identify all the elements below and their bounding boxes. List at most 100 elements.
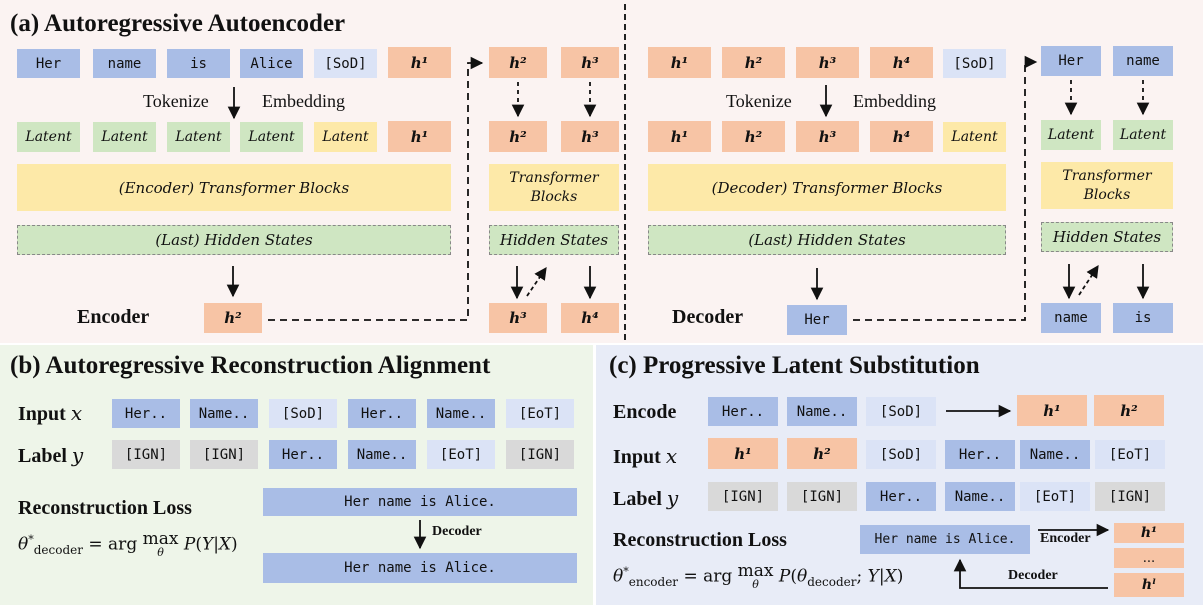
- dec-emb-h4: h⁴: [870, 121, 933, 152]
- token-alice: Alice: [240, 49, 303, 78]
- mid-hidden-states: Hidden States: [489, 225, 619, 255]
- embedding-label: Embedding: [262, 91, 345, 111]
- token-sod: [SoD]: [314, 49, 377, 78]
- right-out-is: is: [1113, 303, 1173, 333]
- b-label-4: Name..: [348, 440, 416, 469]
- right-blocks-line2: Blocks: [1083, 186, 1131, 203]
- c-label-6: [IGN]: [1095, 482, 1165, 511]
- c-encode-3: [SoD]: [866, 397, 936, 426]
- latent-1: Latent: [17, 122, 80, 152]
- mid-transformer-blocks: Transformer Blocks: [489, 164, 619, 211]
- b-sentence-top: Her name is Alice.: [263, 488, 577, 516]
- latent-2: Latent: [93, 122, 156, 152]
- c-input-2: h²: [787, 438, 857, 469]
- dec-emb-h1: h¹: [648, 121, 711, 152]
- mid-h3-embedded: h³: [561, 121, 619, 152]
- c-stack-ellipsis: ...: [1114, 548, 1184, 568]
- panel-c-title: (c) Progressive Latent Substitution: [609, 352, 980, 379]
- token-name: name: [93, 49, 156, 78]
- divider-dashed: [624, 4, 626, 340]
- right-latent-2: Latent: [1113, 120, 1173, 150]
- b-input-5: Name..: [427, 399, 495, 428]
- b-input-4: Her..: [348, 399, 416, 428]
- dec-emb-h2: h²: [722, 121, 785, 152]
- decoder-label: Decoder: [672, 306, 744, 328]
- b-sentence-bottom: Her name is Alice.: [263, 553, 577, 583]
- c-sentence: Her name is Alice.: [860, 525, 1030, 554]
- b-input-label: Input x: [18, 401, 83, 425]
- right-hidden-states: Hidden States: [1041, 222, 1173, 252]
- b-label-2: [IGN]: [190, 440, 258, 469]
- h1-embedded: h¹: [388, 121, 451, 152]
- c-label-4: Name..: [945, 482, 1015, 511]
- b-label-1: [IGN]: [112, 440, 180, 469]
- dec-sod: [SoD]: [943, 49, 1006, 78]
- c-encode-2: Name..: [787, 397, 857, 426]
- dec-h3: h³: [796, 47, 859, 78]
- c-label-label: Label y: [613, 486, 679, 510]
- encoder-transformer-blocks: (Encoder) Transformer Blocks: [17, 164, 451, 211]
- c-encode-1: Her..: [708, 397, 778, 426]
- b-input-3: [SoD]: [269, 399, 337, 428]
- token-her: Her: [17, 49, 80, 78]
- c-encoder-label: Encoder: [1040, 531, 1091, 546]
- right-transformer-blocks: Transformer Blocks: [1041, 162, 1173, 209]
- h2-encoder-output: h²: [204, 303, 262, 333]
- mid-h3-top: h³: [561, 47, 619, 78]
- b-label-5: [EoT]: [427, 440, 495, 469]
- dec-emb-h3: h³: [796, 121, 859, 152]
- b-input-2: Name..: [190, 399, 258, 428]
- c-input-1: h¹: [708, 438, 778, 469]
- right-her: Her: [1041, 46, 1101, 76]
- panel-a-title: (a) Autoregressive Autoencoder: [10, 10, 346, 37]
- dec-h1: h¹: [648, 47, 711, 78]
- c-input-3: [SoD]: [866, 440, 936, 469]
- right-out-name: name: [1041, 303, 1101, 333]
- b-label-3: Her..: [269, 440, 337, 469]
- mid-h2-top: h²: [489, 47, 547, 78]
- decoder-transformer-blocks: (Decoder) Transformer Blocks: [648, 164, 1006, 211]
- dec-h4: h⁴: [870, 47, 933, 78]
- dec-embedding-label: Embedding: [853, 91, 936, 111]
- b-label-label: Label y: [18, 443, 84, 467]
- b-label-6: [IGN]: [506, 440, 574, 469]
- encoder-last-hidden-states: (Last) Hidden States: [17, 225, 451, 255]
- c-label-2: [IGN]: [787, 482, 857, 511]
- dec-emb-latent: Latent: [943, 122, 1006, 152]
- dec-out-her: Her: [787, 305, 847, 335]
- c-encode-label: Encode: [613, 401, 677, 423]
- right-latent-1: Latent: [1041, 120, 1101, 150]
- mid-blocks-line2: Blocks: [530, 188, 578, 205]
- right-blocks-line1: Transformer: [1062, 167, 1152, 184]
- latent-3: Latent: [167, 122, 230, 152]
- latent-5: Latent: [314, 122, 377, 152]
- dec-h2: h²: [722, 47, 785, 78]
- c-label-3: Her..: [866, 482, 936, 511]
- c-input-4: Her..: [945, 440, 1015, 469]
- c-input-5: Name..: [1020, 440, 1090, 469]
- decoder-last-hidden-states: (Last) Hidden States: [648, 225, 1006, 255]
- c-recon-loss-label: Reconstruction Loss: [613, 529, 787, 551]
- c-input-6: [EoT]: [1095, 440, 1165, 469]
- right-name: name: [1113, 46, 1173, 76]
- latent-4: Latent: [240, 122, 303, 152]
- mid-h2-embedded: h²: [489, 121, 547, 152]
- c-encode-h2: h²: [1094, 395, 1164, 426]
- c-decoder-label: Decoder: [1008, 568, 1058, 583]
- c-encode-h1: h¹: [1017, 395, 1087, 426]
- b-input-1: Her..: [112, 399, 180, 428]
- mid-h4-out: h⁴: [561, 303, 619, 333]
- b-recon-loss-label: Reconstruction Loss: [18, 497, 192, 519]
- c-stack-h1: h¹: [1114, 523, 1184, 543]
- b-input-6: [EoT]: [506, 399, 574, 428]
- b-decoder-label: Decoder: [432, 524, 482, 539]
- c-label-5: [EoT]: [1020, 482, 1090, 511]
- c-input-label: Input x: [613, 444, 678, 468]
- mid-h3-out: h³: [489, 303, 547, 333]
- c-stack-hl: hˡ: [1114, 573, 1184, 597]
- encoder-label: Encoder: [77, 306, 150, 328]
- dec-tokenize-label: Tokenize: [726, 91, 792, 111]
- panel-b-title: (b) Autoregressive Reconstruction Alignm…: [10, 352, 491, 379]
